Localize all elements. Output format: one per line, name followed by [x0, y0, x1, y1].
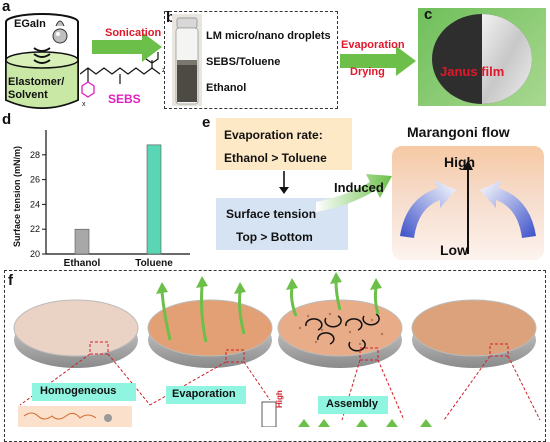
- dish-assembly: [277, 272, 403, 368]
- panel-b-line3: Ethanol: [206, 82, 247, 94]
- panel-b-line1: LM micro/nano droplets: [206, 30, 331, 42]
- chart-bar-toluene: [146, 144, 162, 255]
- svg-text:x: x: [82, 101, 86, 108]
- down-arrow: [279, 171, 289, 194]
- high-label: High: [444, 154, 476, 170]
- marangoni-flow-diagram: [400, 160, 536, 254]
- chart-bar-ethanol: [74, 228, 90, 255]
- label-homogeneous: [32, 383, 136, 401]
- evaporation-rate-box: [216, 118, 352, 170]
- egain-label: EGaIn: [14, 18, 46, 30]
- panel-f-label: f: [8, 272, 13, 289]
- sonication-label: Sonication: [105, 27, 162, 39]
- janus-film-disk: [432, 14, 532, 104]
- marangoni-title: Marangoni flow: [407, 124, 510, 140]
- janus-film-label: Janus film: [440, 64, 505, 79]
- panel-b-line2: SEBS/Toluene: [206, 56, 281, 68]
- chart-y-tick-label: 20: [30, 249, 40, 259]
- sonication-arrow: [92, 32, 162, 62]
- panel-c-label: c: [424, 6, 433, 23]
- chart-x-tick-label: Ethanol: [64, 258, 101, 269]
- box2-line2: Top > Bottom: [236, 230, 313, 244]
- sebs-molecule: x z: [80, 52, 166, 108]
- sebs-label: SEBS: [108, 92, 141, 106]
- label-homogeneous-text: Homogeneous: [40, 385, 117, 397]
- chart-y-tick-label: 26: [30, 175, 40, 185]
- induced-label: Induced: [334, 180, 384, 195]
- label-assembly-text: Assembly: [326, 398, 378, 410]
- panel-a-label: a: [2, 0, 11, 15]
- chart-ylabel: Surface tension (mN/m): [12, 145, 22, 247]
- low-label: Low: [440, 242, 468, 258]
- label-evaporation: [166, 386, 246, 404]
- panel-e-label: e: [202, 114, 211, 131]
- chart-y-tick-label: 24: [30, 199, 40, 209]
- dish-homogeneous: [13, 299, 139, 368]
- box2-line1: Surface tension: [226, 207, 317, 221]
- panel-b-label: b: [166, 9, 176, 26]
- evaporation-label: Evaporation: [341, 39, 405, 51]
- box1-line2: Ethanol > Toluene: [224, 151, 327, 165]
- box1-line1: Evaporation rate:: [224, 128, 323, 142]
- chart-y-tick-label: 28: [30, 150, 40, 160]
- chart-y-tick-label: 22: [30, 224, 40, 234]
- label-evaporation-text: Evaporation: [172, 388, 236, 400]
- beaker-illustration: [5, 13, 79, 109]
- induced-arrow: [316, 174, 392, 212]
- vial-photo: [172, 14, 202, 106]
- drying-label: Drying: [350, 66, 385, 78]
- dish-final: [411, 299, 537, 368]
- label-assembly: [318, 396, 388, 414]
- evaporation-arrow: [340, 46, 416, 76]
- panel-d-label: d: [2, 111, 12, 128]
- dish-evaporation: [147, 276, 273, 368]
- chart-x-tick-label: Toluene: [135, 258, 173, 269]
- high-small-label: High: [275, 390, 284, 408]
- elastomer-label: Elastomer/ Solvent: [8, 76, 65, 101]
- petri-dish-series: [13, 272, 541, 427]
